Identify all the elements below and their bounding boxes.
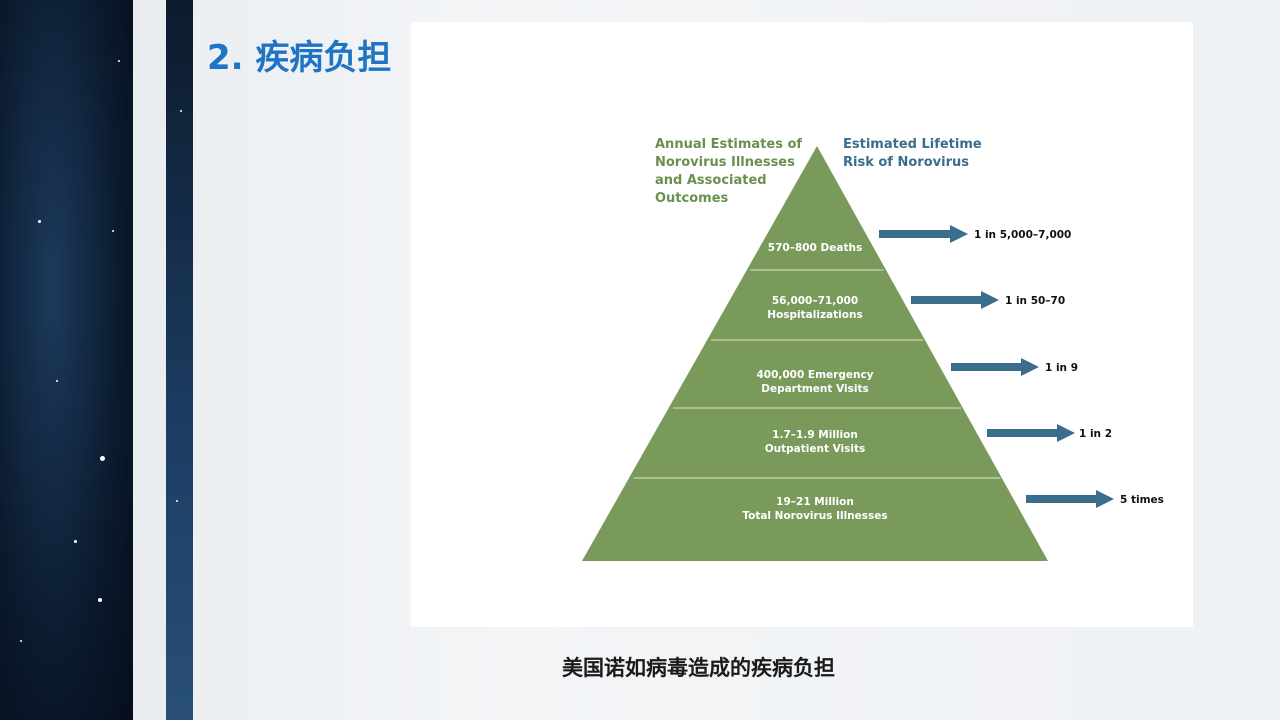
risk-arrow-icon xyxy=(951,358,1039,376)
star xyxy=(176,500,178,502)
pyramid-level-label: Department Visits xyxy=(761,383,869,395)
slide-title: 2. 疾病负担 xyxy=(207,38,392,78)
star xyxy=(98,598,102,602)
risk-label: 1 in 50–70 xyxy=(1005,295,1065,307)
pyramid-level-label: Hospitalizations xyxy=(767,309,862,321)
risk-label: 1 in 5,000–7,000 xyxy=(974,229,1071,241)
pyramid-shape xyxy=(582,146,1048,561)
pyramid-level-label: Outpatient Visits xyxy=(765,443,866,455)
starfield-band-left xyxy=(0,0,133,720)
risk-label: 1 in 2 xyxy=(1079,428,1112,440)
pyramid-level-label: 400,000 Emergency xyxy=(756,369,873,381)
left-heading-line: and Associated xyxy=(655,173,767,188)
right-heading-line: Estimated Lifetime xyxy=(843,137,982,152)
pyramid-level-label: 570–800 Deaths xyxy=(768,242,862,254)
star xyxy=(118,60,120,62)
left-heading-line: Annual Estimates of xyxy=(655,137,802,152)
risk-arrow-icon xyxy=(1026,490,1114,508)
pyramid-level-label: 19–21 Million xyxy=(776,496,854,508)
pyramid-diagram: Annual Estimates of Norovirus Illnesses an… xyxy=(582,137,1164,561)
star xyxy=(56,380,58,382)
right-heading-line: Risk of Norovirus xyxy=(843,155,969,170)
star xyxy=(112,230,114,232)
risk-arrow-icon xyxy=(879,225,968,243)
risk-arrow-icon xyxy=(911,291,999,309)
norovirus-pyramid-figure: Annual Estimates of Norovirus Illnesses an… xyxy=(411,22,1193,627)
risk-label: 5 times xyxy=(1120,494,1164,506)
star xyxy=(20,640,22,642)
risk-label: 1 in 9 xyxy=(1045,362,1078,374)
left-heading-line: Outcomes xyxy=(655,191,729,206)
star xyxy=(180,110,182,112)
decorative-gap xyxy=(133,0,166,720)
pyramid-level-label: 1.7–1.9 Million xyxy=(772,429,858,441)
left-heading-line: Norovirus Illnesses xyxy=(655,155,795,170)
risk-arrow-icon xyxy=(987,424,1075,442)
pyramid-level-label: 56,000–71,000 xyxy=(772,295,858,307)
star xyxy=(100,456,105,461)
starfield-band-right xyxy=(166,0,193,720)
star xyxy=(74,540,77,543)
star xyxy=(38,220,41,223)
slide-caption: 美国诺如病毒造成的疾病负担 xyxy=(562,656,835,680)
pyramid-level-label: Total Norovirus Illnesses xyxy=(742,510,887,522)
